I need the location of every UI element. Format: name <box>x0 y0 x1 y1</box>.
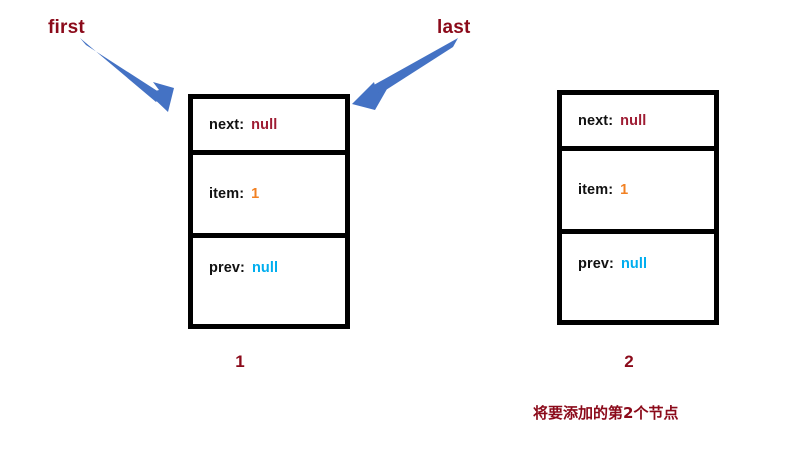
node-field-item: item: 1 <box>193 155 345 238</box>
field-value-item: 1 <box>251 186 260 202</box>
field-key-next: next: <box>209 116 245 133</box>
node-box-2: next: null item: 1 prev: null <box>557 90 719 325</box>
field-value-next: null <box>251 116 278 133</box>
field-value-next: null <box>620 112 647 129</box>
field-key-next: next: <box>578 112 614 129</box>
field-value-item: 1 <box>620 182 629 198</box>
node-field-item: item: 1 <box>562 151 714 234</box>
node-field-prev: prev: null <box>562 234 714 320</box>
field-key-item: item: <box>209 186 245 202</box>
field-key-prev: prev: <box>209 260 245 276</box>
node-field-prev: prev: null <box>193 238 345 324</box>
node-caption-1: 1 <box>235 352 245 371</box>
arrow-down-left-icon <box>352 38 458 110</box>
field-value-prev: null <box>251 260 279 276</box>
annotation-note: 将要添加的第2个节点 <box>533 404 679 422</box>
node-caption-2: 2 <box>624 352 634 371</box>
pointer-label-first: first <box>48 17 85 38</box>
node-box-1: next: null item: 1 prev: null <box>188 94 350 329</box>
field-key-prev: prev: <box>578 256 614 272</box>
field-value-prev: null <box>620 256 648 272</box>
field-key-item: item: <box>578 182 614 198</box>
node-field-next: next: null <box>562 95 714 151</box>
node-field-next: next: null <box>193 99 345 155</box>
arrow-down-right-icon <box>80 38 174 112</box>
pointer-label-last: last <box>437 17 471 38</box>
